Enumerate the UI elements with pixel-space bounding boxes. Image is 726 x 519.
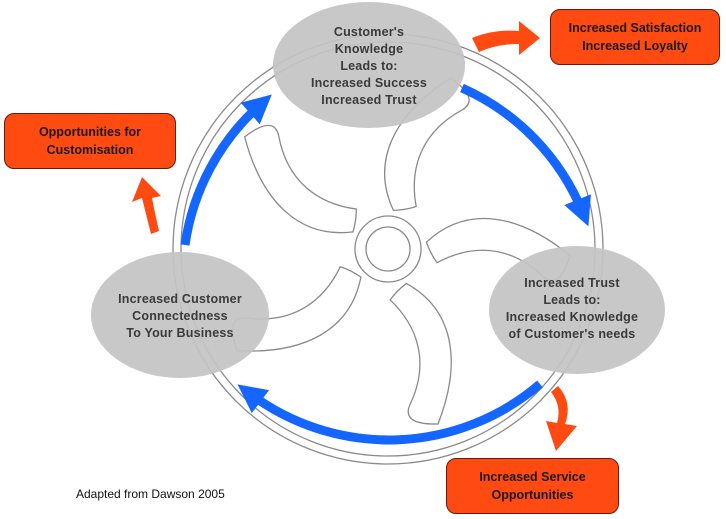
outcome-arrows: [132, 21, 577, 451]
outcome-satisfaction-line-2: Increased Loyalty: [582, 39, 688, 53]
outcome-box-service: Increased Service Opportunities: [446, 458, 619, 514]
node-top-line-3: Leads to:: [340, 58, 398, 73]
wheel-hub-inner: [365, 226, 411, 272]
node-left-text: Increased Customer Connectedness To Your…: [100, 288, 260, 344]
outcome-arrow-customisation: [132, 177, 161, 234]
outcome-arrow-service: [546, 386, 577, 451]
outcome-satisfaction-line-1: Increased Satisfaction: [568, 21, 702, 35]
node-top-line-5: Increased Trust: [321, 92, 417, 107]
outcome-customisation-line-2: Customisation: [46, 143, 134, 157]
node-top-line-4: Increased Success: [311, 75, 427, 90]
wheel-spoke: [243, 124, 357, 234]
node-right-ellipse: [489, 246, 665, 374]
node-right-line-2: Leads to:: [543, 293, 601, 307]
cycle-arrows: [180, 83, 591, 445]
node-right-line-3: Increased Knowledge: [505, 310, 639, 324]
cycle-nodes: [91, 2, 665, 378]
node-top-ellipse: [273, 2, 465, 128]
node-right-line-4: of Customer's needs: [508, 327, 636, 341]
node-right-line-1: Increased Trust: [524, 276, 620, 290]
node-top-line-2: Knowledge: [334, 41, 404, 56]
cycle-arrow-right-to-left: [237, 380, 543, 445]
outcome-box-customisation: Opportunities for Customisation: [4, 113, 176, 169]
cycle-arrow-top-to-right: [460, 83, 591, 227]
node-left-line-1: Increased Customer: [118, 291, 242, 306]
node-top-text: Customer's Knowledge Leads to: Increased…: [289, 22, 449, 110]
outcome-service-line-1: Increased Service: [479, 470, 586, 484]
outcome-box-satisfaction: Increased Satisfaction Increased Loyalty: [550, 9, 720, 65]
source-credit: Adapted from Dawson 2005: [76, 487, 225, 501]
node-right-text: Increased Trust Leads to: Increased Know…: [489, 272, 655, 346]
node-top-line-1: Customer's: [333, 24, 405, 39]
wheel-spoke: [389, 282, 452, 425]
outcome-arrow-satisfaction: [472, 21, 540, 55]
node-left-line-2: Connectedness: [132, 308, 228, 323]
outcome-customisation-line-1: Opportunities for: [38, 125, 142, 139]
node-left-line-3: To Your Business: [126, 325, 234, 340]
outcome-service-line-2: Opportunities: [491, 488, 574, 502]
node-left-ellipse: [91, 252, 269, 378]
wheel-hub-outer: [354, 215, 422, 283]
wheel-spoke: [384, 77, 470, 212]
cycle-arrow-left-to-top: [180, 94, 272, 246]
